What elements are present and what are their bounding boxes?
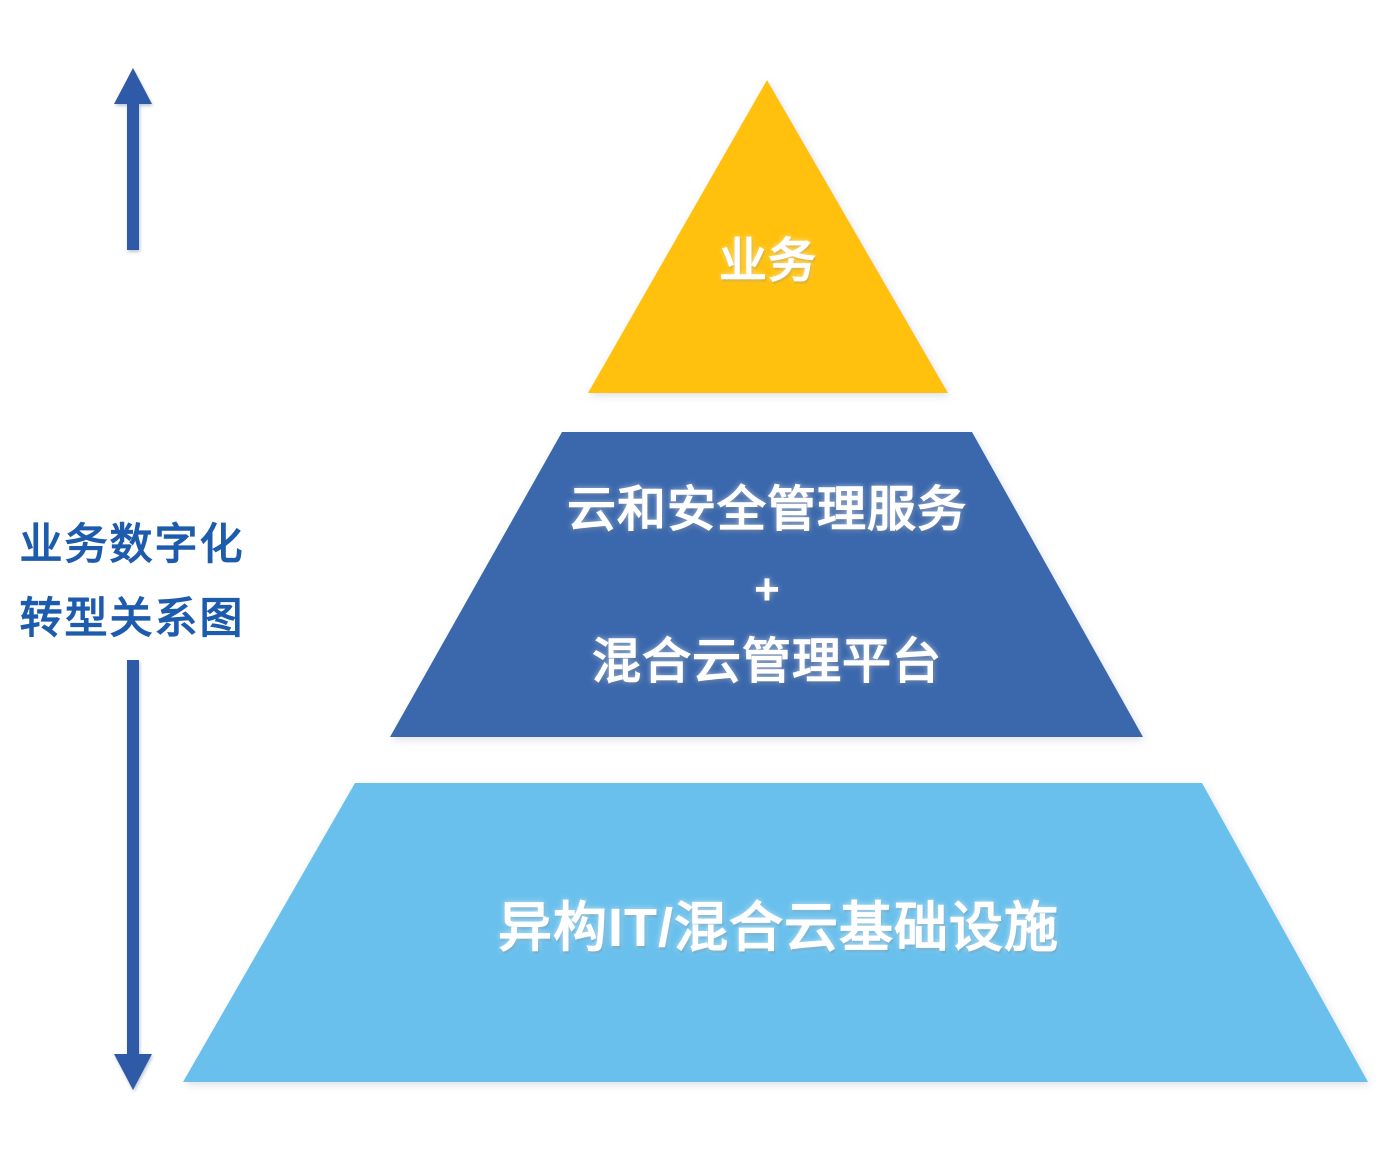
axis-arrow-up <box>114 68 152 250</box>
pyramid-layer-infrastructure[interactable] <box>183 783 1368 1082</box>
axis-caption-line-2: 转型关系图 <box>19 595 245 643</box>
pyramid-layer-business[interactable] <box>588 80 948 393</box>
axis-caption: 业务数字化 转型关系图 <box>16 508 248 656</box>
pyramid-layer-cloud-security-management[interactable] <box>390 432 1143 737</box>
axis-arrow-down <box>114 660 152 1090</box>
axis-caption-line-1: 业务数字化 <box>19 521 245 569</box>
